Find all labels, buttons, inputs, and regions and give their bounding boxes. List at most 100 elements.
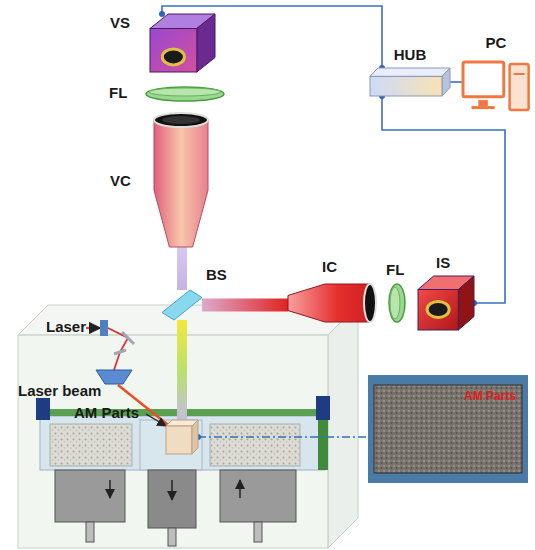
part-label: VS	[110, 14, 130, 32]
objective-body	[154, 120, 208, 247]
node-scanner: Laser beam	[96, 370, 132, 384]
part-label: HUB	[370, 46, 450, 64]
hub-front	[370, 76, 442, 96]
node-part: AM Parts	[166, 420, 198, 454]
dash-dot-leader	[198, 436, 368, 438]
node-hub: HUB	[370, 68, 450, 96]
node-shape	[162, 290, 202, 320]
node-cone-v: VC	[152, 112, 210, 247]
filter-face	[149, 88, 221, 96]
piston-body	[148, 470, 196, 528]
camera-face-front	[418, 290, 458, 331]
laser-ray	[86, 327, 100, 329]
part-label: FL	[386, 261, 404, 279]
part-front	[166, 426, 192, 454]
hub-side	[442, 68, 450, 96]
side-plate	[318, 420, 328, 470]
node-shape	[152, 112, 210, 247]
node-pc: PC	[462, 56, 530, 112]
build-chamber	[140, 420, 202, 470]
tower-slot	[514, 73, 525, 75]
part-label: FL	[109, 84, 127, 102]
powder-chamber	[50, 424, 132, 466]
part-label: VC	[110, 172, 131, 190]
piston-rod	[168, 528, 176, 546]
part-label: AM Parts	[464, 387, 516, 405]
bed-post	[36, 398, 50, 420]
filter-face	[390, 287, 400, 319]
enclosure-front	[18, 335, 328, 548]
powder-chamber	[210, 424, 300, 466]
pistons	[55, 470, 296, 546]
laser-emitter	[100, 320, 108, 336]
camera-face-front	[150, 29, 197, 73]
piston-body	[55, 470, 125, 522]
objective-ring	[154, 113, 208, 127]
part-label: AM Parts	[74, 404, 139, 422]
optical-beam	[202, 299, 288, 312]
node-shape	[166, 420, 198, 454]
node-shape	[145, 86, 225, 102]
node-shape	[288, 282, 376, 324]
leader-arrow	[146, 414, 166, 426]
camera-lens	[162, 49, 184, 65]
motion-arrow	[109, 480, 111, 498]
part-label: IS	[436, 254, 450, 272]
photo-background	[368, 375, 528, 483]
machine-enclosure	[18, 305, 358, 548]
powder-bed	[36, 396, 330, 470]
monitor-base	[472, 106, 495, 109]
scanner-head	[96, 370, 132, 384]
wire-dot	[159, 11, 165, 17]
node-cone-h: IC	[288, 282, 376, 324]
node-shape	[370, 68, 450, 96]
objective-ring	[162, 116, 200, 124]
node-shape	[100, 320, 108, 336]
part-label: IC	[322, 258, 337, 276]
piston-rod	[254, 522, 262, 542]
part-label: Laser	[46, 318, 86, 336]
node-shape	[96, 370, 132, 384]
node-bs: BS	[162, 290, 202, 320]
part-label: BS	[206, 266, 227, 284]
node-disc-v: FL	[388, 283, 406, 323]
part-label: Laser beam	[18, 382, 101, 400]
photo-sample	[374, 385, 522, 473]
filter-disc	[389, 284, 405, 322]
node-emitter: Laser	[100, 320, 108, 336]
part-label: PC	[462, 34, 530, 52]
monitor-stand	[478, 100, 488, 106]
motion-arrow	[171, 480, 173, 500]
objective-body	[288, 284, 370, 322]
camera-lens	[427, 301, 449, 317]
mirror	[114, 350, 126, 354]
objective-ring	[364, 284, 376, 322]
node-shape	[462, 56, 530, 112]
part-side	[192, 420, 198, 454]
beam-splitter-plate	[162, 290, 202, 320]
node-shape	[418, 276, 474, 330]
piston-rod	[86, 522, 94, 542]
node-cube-purple: VS	[150, 14, 215, 72]
piston-body	[220, 470, 296, 522]
node-photo: AM Parts	[368, 375, 528, 483]
node-disc-h: FL	[145, 86, 225, 102]
node-cube-red: IS	[418, 276, 474, 330]
signal-wire	[382, 96, 505, 303]
node-shape	[150, 14, 215, 72]
pc-tower	[510, 64, 529, 110]
bed-tray	[40, 416, 325, 470]
monitor	[463, 62, 504, 97]
motion-arrow	[239, 480, 241, 498]
mirror	[122, 332, 134, 344]
optical-beam	[177, 320, 187, 420]
optical-beam	[177, 247, 187, 290]
hub-top	[370, 68, 450, 76]
filter-disc	[146, 87, 224, 101]
node-shape	[388, 283, 406, 323]
bed-post	[316, 396, 330, 420]
enclosure-side	[328, 305, 358, 548]
signal-wire	[450, 81, 462, 83]
camera-face-side	[197, 14, 215, 72]
